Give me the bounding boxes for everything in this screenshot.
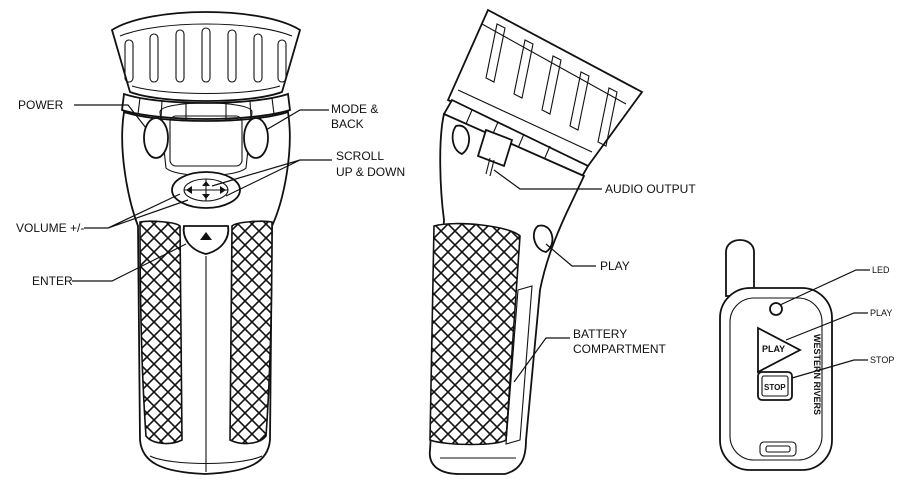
side-view-caller — [428, 8, 644, 475]
side-grip — [429, 222, 521, 446]
front-left-grip — [139, 220, 183, 445]
front-view-caller — [110, 11, 302, 475]
remote-control: PLAY STOP WESTERN RIVERS — [719, 239, 833, 471]
power-button[interactable] — [143, 117, 169, 159]
remote-brand: WESTERN RIVERS — [812, 334, 822, 415]
remote-callouts: LED PLAY STOP — [779, 265, 894, 379]
mode-back-button[interactable] — [243, 117, 269, 159]
mode-back-label-line1: MODE & — [331, 102, 378, 116]
remote-stop-button[interactable] — [757, 371, 793, 401]
remote-stop-button-label: STOP — [764, 383, 786, 392]
front-right-grip — [229, 220, 273, 445]
scroll-label-line1: SCROLL — [336, 149, 384, 163]
audio-output-label: AUDIO OUTPUT — [605, 182, 696, 196]
display-screen — [169, 115, 243, 167]
battery-compartment — [505, 285, 533, 445]
remote-play-button[interactable] — [757, 326, 802, 374]
enter-label: ENTER — [32, 274, 73, 288]
battery-label-line1: BATTERY — [573, 327, 627, 341]
remote-antenna — [725, 239, 755, 297]
remote-led-label: LED — [872, 265, 890, 275]
battery-label-line2: COMPARTMENT — [573, 342, 667, 356]
power-label: POWER — [18, 98, 64, 112]
play-label: PLAY — [600, 259, 630, 273]
remote-led — [769, 302, 783, 316]
remote-play-button-label: PLAY — [762, 344, 785, 354]
scroll-label-line2: UP & DOWN — [336, 165, 405, 179]
front-callouts: POWER MODE & BACK SCROLL UP & DOWN VOLUM… — [16, 98, 405, 288]
remote-stop-label: STOP — [870, 355, 894, 365]
mode-back-label-line2: BACK — [331, 117, 364, 131]
remote-play-label: PLAY — [870, 308, 892, 318]
audio-output-port — [476, 128, 514, 168]
volume-label: VOLUME +/- — [16, 221, 84, 235]
front-speaker-horn — [110, 11, 302, 102]
side-callouts: AUDIO OUTPUT PLAY BATTERY COMPARTMENT — [493, 169, 696, 383]
